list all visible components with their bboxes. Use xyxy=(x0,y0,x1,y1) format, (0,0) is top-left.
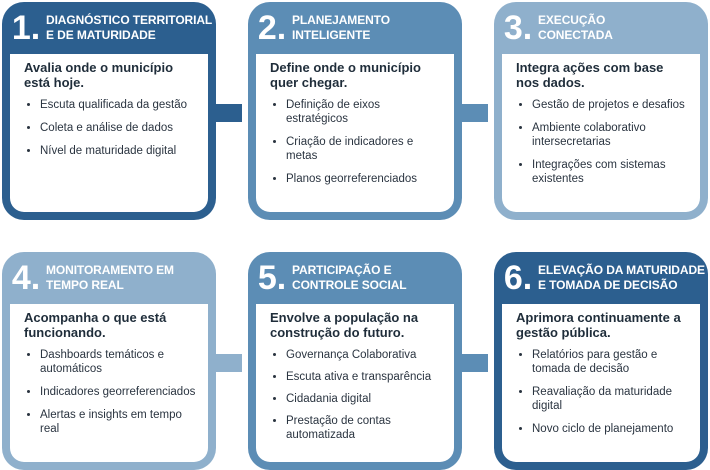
step-title-line2: TEMPO REAL xyxy=(46,278,124,292)
step-title-line1: DIAGNÓSTICO TERRITORIAL xyxy=(46,13,213,27)
step-title: EXECUÇÃO CONECTADA xyxy=(538,13,613,43)
step-item-list: Governança Colaborativa Escuta ativa e t… xyxy=(270,348,444,442)
step-body: Acompanha o que está funcionando. Dashbo… xyxy=(10,304,208,462)
step-title: DIAGNÓSTICO TERRITORIAL E DE MATURIDADE xyxy=(46,13,212,43)
step-header: 4. MONITORAMENTO EM TEMPO REAL xyxy=(2,252,216,304)
step-number: 5. xyxy=(257,259,287,297)
list-item: Dashboards temáticos e automáticos xyxy=(40,348,198,376)
step-number: 2. xyxy=(257,9,287,47)
step-header: 6. ELEVAÇÃO DA MATURIDADE E TOMADA DE DE… xyxy=(494,252,708,304)
list-item: Alertas e insights em tempo real xyxy=(40,408,198,436)
step-card-6: 6. ELEVAÇÃO DA MATURIDADE E TOMADA DE DE… xyxy=(494,252,708,470)
list-item: Integrações com sistemas existentes xyxy=(532,158,690,186)
step-item-list: Gestão de projetos e desafios Ambiente c… xyxy=(516,98,690,186)
list-item: Cidadania digital xyxy=(286,392,444,406)
step-title-line2: CONTROLE SOCIAL xyxy=(292,278,407,292)
step-card-4: 4. MONITORAMENTO EM TEMPO REAL Acompanha… xyxy=(2,252,216,470)
step-title: ELEVAÇÃO DA MATURIDADE E TOMADA DE DECIS… xyxy=(538,263,705,293)
connector-1-2 xyxy=(216,104,242,122)
step-item-list: Dashboards temáticos e automáticos Indic… xyxy=(24,348,198,436)
step-title-line1: ELEVAÇÃO DA MATURIDADE xyxy=(538,263,705,277)
step-header: 2. PLANEJAMENTO INTELIGENTE xyxy=(248,2,462,54)
step-lead: Avalia onde o município está hoje. xyxy=(24,60,174,90)
list-item: Coleta e análise de dados xyxy=(40,121,198,135)
list-item: Criação de indicadores e metas xyxy=(286,135,444,163)
step-title: PARTICIPAÇÃO E CONTROLE SOCIAL xyxy=(292,263,407,293)
list-item: Reavaliação da maturidade digital xyxy=(532,385,690,413)
list-item: Prestação de contas automatizada xyxy=(286,414,444,442)
step-body: Define onde o município quer chegar. Def… xyxy=(256,54,454,212)
step-body: Integra ações com base nos dados. Gestão… xyxy=(502,54,700,212)
list-item: Relatórios para gestão e tomada de decis… xyxy=(532,348,690,376)
step-body: Envolve a população na construção do fut… xyxy=(256,304,454,462)
connector-2-3 xyxy=(462,104,488,122)
step-item-list: Relatórios para gestão e tomada de decis… xyxy=(516,348,690,436)
step-card-3: 3. EXECUÇÃO CONECTADA Integra ações com … xyxy=(494,2,708,220)
list-item: Escuta ativa e transparência xyxy=(286,370,444,384)
step-lead: Integra ações com base nos dados. xyxy=(516,60,664,90)
step-lead: Define onde o município quer chegar. xyxy=(270,60,421,90)
step-title-line1: PARTICIPAÇÃO E xyxy=(292,263,392,277)
list-item: Nível de maturidade digital xyxy=(40,144,198,158)
step-lead: Acompanha o que está funcionando. xyxy=(24,310,167,340)
step-title-line2: E TOMADA DE DECISÃO xyxy=(538,278,678,292)
list-item: Novo ciclo de planejamento xyxy=(532,422,690,436)
step-title: PLANEJAMENTO INTELIGENTE xyxy=(292,13,390,43)
step-title-line1: MONITORAMENTO EM xyxy=(46,263,174,277)
list-item: Governança Colaborativa xyxy=(286,348,444,362)
step-title-line1: EXECUÇÃO xyxy=(538,13,606,27)
step-lead: Aprimora continuamente a gestão pública. xyxy=(516,310,681,340)
step-title-line2: INTELIGENTE xyxy=(292,28,371,42)
list-item: Escuta qualificada da gestão xyxy=(40,98,198,112)
connector-4-5 xyxy=(216,354,242,372)
step-header: 3. EXECUÇÃO CONECTADA xyxy=(494,2,708,54)
step-number: 6. xyxy=(503,259,533,297)
step-card-2: 2. PLANEJAMENTO INTELIGENTE Define onde … xyxy=(248,2,462,220)
list-item: Indicadores georreferenciados xyxy=(40,385,198,399)
step-header: 1. DIAGNÓSTICO TERRITORIAL E DE MATURIDA… xyxy=(2,2,216,54)
list-item: Definição de eixos estratégicos xyxy=(286,98,444,126)
step-title-line2: E DE MATURIDADE xyxy=(46,28,156,42)
step-title-line2: CONECTADA xyxy=(538,28,613,42)
list-item: Planos georreferenciados xyxy=(286,172,444,186)
step-item-list: Escuta qualificada da gestão Coleta e an… xyxy=(24,98,198,158)
step-item-list: Definição de eixos estratégicos Criação … xyxy=(270,98,444,186)
step-lead: Envolve a população na construção do fut… xyxy=(270,310,419,340)
step-body: Aprimora continuamente a gestão pública.… xyxy=(502,304,700,462)
connector-5-6 xyxy=(462,354,488,372)
step-title: MONITORAMENTO EM TEMPO REAL xyxy=(46,263,174,293)
step-number: 4. xyxy=(11,259,41,297)
step-number: 1. xyxy=(11,9,41,47)
list-item: Ambiente colaborativo intersecretarias xyxy=(532,121,690,149)
step-card-5: 5. PARTICIPAÇÃO E CONTROLE SOCIAL Envolv… xyxy=(248,252,462,470)
list-item: Gestão de projetos e desafios xyxy=(532,98,690,112)
step-title-line1: PLANEJAMENTO xyxy=(292,13,390,27)
step-card-1: 1. DIAGNÓSTICO TERRITORIAL E DE MATURIDA… xyxy=(2,2,216,220)
step-number: 3. xyxy=(503,9,533,47)
step-body: Avalia onde o município está hoje. Escut… xyxy=(10,54,208,212)
step-header: 5. PARTICIPAÇÃO E CONTROLE SOCIAL xyxy=(248,252,462,304)
